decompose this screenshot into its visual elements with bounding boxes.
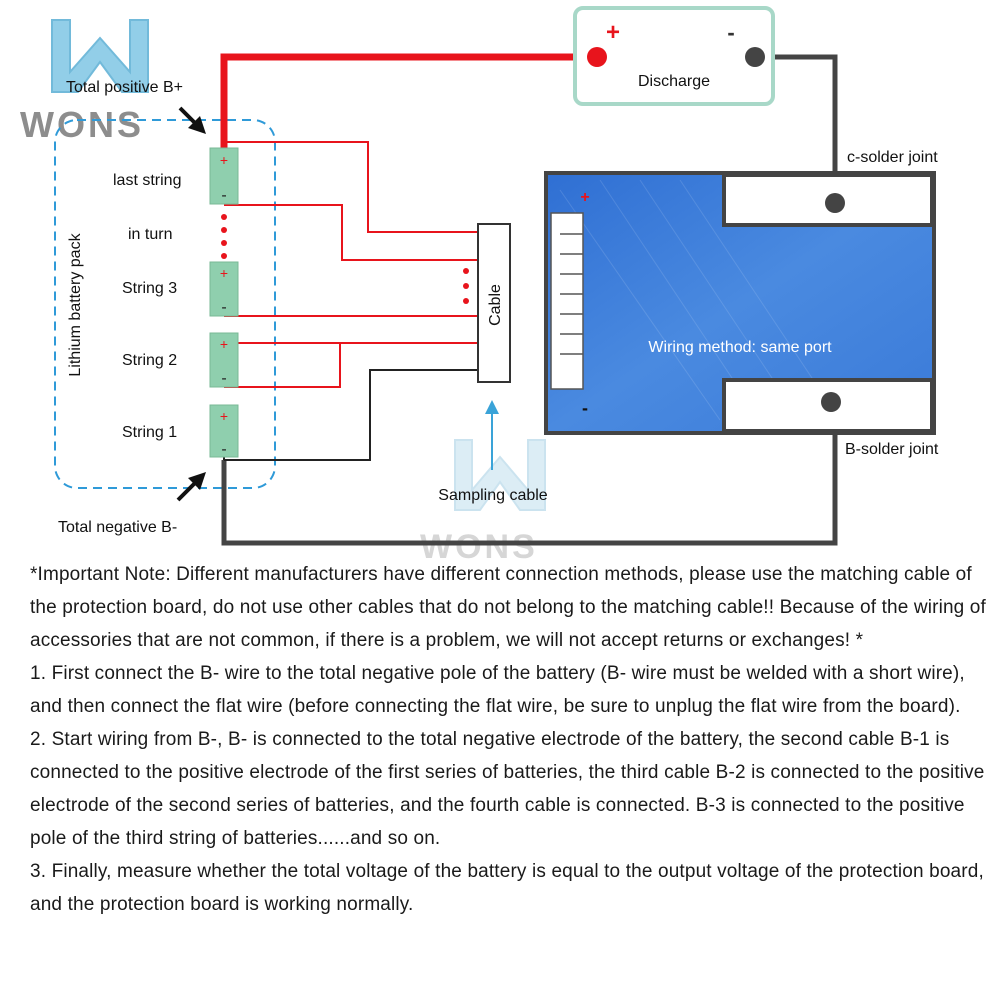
svg-text:-: -	[221, 370, 226, 387]
cell-label-string-2: String 2	[122, 352, 177, 369]
svg-text:-: -	[221, 441, 226, 458]
svg-text:+: +	[220, 265, 228, 281]
step-2: 2. Start wiring from B-, B- is connected…	[30, 729, 985, 849]
b-solder-joint-dot	[821, 392, 841, 412]
discharge-plus-sign: +	[606, 19, 620, 46]
cell-label-in-turn: in turn	[128, 226, 172, 243]
discharge-box	[573, 6, 775, 106]
svg-text:+: +	[220, 408, 228, 424]
step-3: 3. Finally, measure whether the total vo…	[30, 861, 984, 915]
positive-main-wire	[220, 53, 597, 150]
wiring-method-label: Wiring method: same port	[648, 339, 832, 356]
discharge-negative-terminal	[745, 47, 765, 67]
wons-logo-text: WONS	[20, 104, 144, 145]
instruction-notes: *Important Note: Different manufacturers…	[30, 558, 998, 921]
cable-connector	[477, 223, 511, 383]
cell-label-string-1: String 1	[122, 424, 177, 441]
b-negative-main-wire	[221, 402, 838, 546]
discharge-positive-terminal	[587, 47, 607, 67]
cable-dots	[463, 268, 469, 304]
board-minus-sign: -	[582, 398, 588, 418]
total-negative-arrow-icon	[176, 472, 206, 502]
sampling-cable-arrow-icon	[485, 400, 499, 470]
c-solder-joint-label: c-solder joint	[847, 149, 938, 166]
b-solder-joint-label: B-solder joint	[845, 441, 939, 458]
c-solder-joint-dot	[825, 193, 845, 213]
important-note: *Important Note: Different manufacturers…	[30, 564, 986, 651]
svg-text:+: +	[220, 336, 228, 352]
battery-cell-3: + -	[209, 261, 239, 317]
wons-logo: WONS	[20, 19, 149, 145]
battery-cell-last: + -	[209, 147, 239, 205]
total-negative-label: Total negative B-	[58, 519, 177, 536]
svg-text:-: -	[221, 187, 226, 204]
pack-label: Lithium battery pack	[67, 232, 84, 376]
sampling-cable-label: Sampling cable	[438, 487, 548, 504]
battery-cell-2: + -	[209, 332, 239, 388]
cable-label: Cable	[487, 284, 504, 326]
cell-label-last: last string	[113, 172, 181, 189]
total-positive-arrow-icon	[178, 106, 206, 134]
board-plus-sign: +	[580, 189, 589, 206]
discharge-label: Discharge	[638, 73, 710, 90]
battery-cell-1: + -	[209, 404, 239, 458]
sampling-wires	[223, 141, 478, 461]
cell-label-string-3: String 3	[122, 280, 177, 297]
in-turn-dots	[221, 214, 227, 259]
step-1: 1. First connect the B- wire to the tota…	[30, 663, 965, 717]
svg-text:+: +	[220, 152, 228, 168]
board-connector-comb	[550, 212, 584, 390]
discharge-negative-wire	[755, 54, 838, 200]
discharge-minus-sign: -	[727, 20, 734, 45]
total-positive-label: Total positive B+	[66, 79, 183, 96]
svg-text:-: -	[221, 299, 226, 316]
wiring-diagram: WONS WONS Lithium battery pack + - +	[20, 6, 939, 560]
